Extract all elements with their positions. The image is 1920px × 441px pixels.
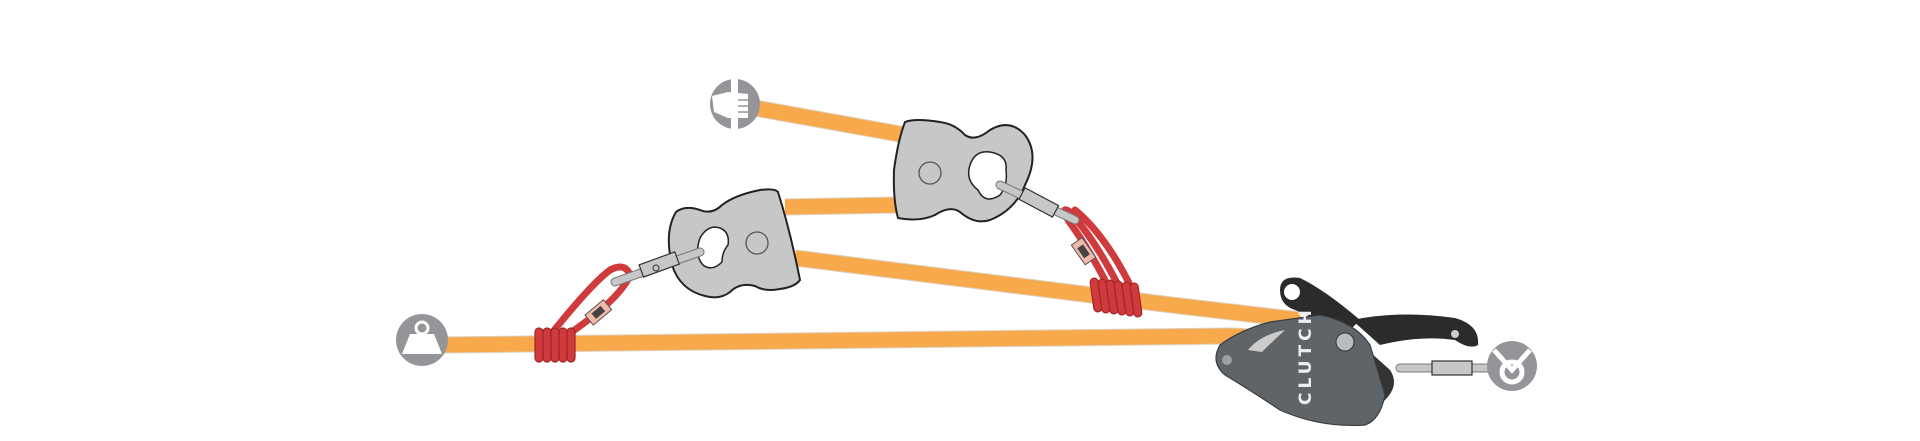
anchor-icon bbox=[1487, 341, 1537, 391]
sling-knot-right bbox=[1089, 277, 1143, 318]
weight-icon bbox=[396, 314, 448, 366]
clutch-device[interactable]: CLUTCH bbox=[1215, 277, 1479, 426]
clutch-handle[interactable] bbox=[1352, 314, 1479, 347]
carabiner-anchor bbox=[1395, 360, 1495, 376]
fist-icon bbox=[710, 79, 760, 129]
sling-right bbox=[1061, 206, 1143, 318]
pulley-upper bbox=[892, 119, 1034, 223]
clutch-label: CLUTCH bbox=[1296, 306, 1316, 405]
pulley-lower bbox=[667, 188, 802, 299]
carabiner-left bbox=[610, 247, 705, 287]
sling-left bbox=[534, 263, 634, 363]
carabiner-right bbox=[995, 180, 1080, 225]
ropes bbox=[439, 99, 1301, 363]
sling-knot-left bbox=[534, 327, 576, 363]
